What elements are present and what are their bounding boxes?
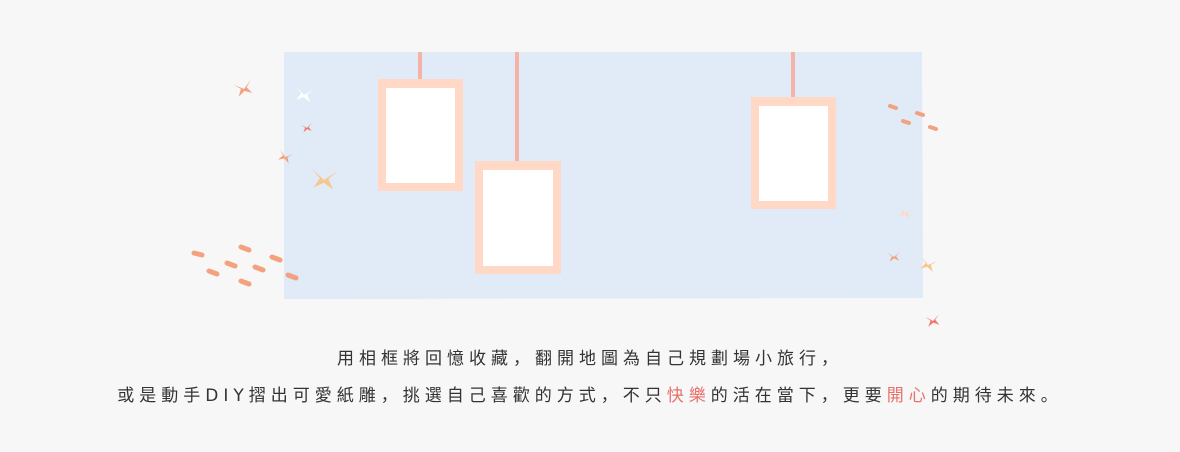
frame-left <box>378 79 463 191</box>
hanging-string <box>418 52 422 81</box>
bird-icon <box>233 79 253 97</box>
bird-icon <box>278 149 294 164</box>
caption-segment: 的期待未來。 <box>930 386 1063 406</box>
hanging-string <box>791 52 795 99</box>
bird-icon <box>924 314 940 327</box>
highlighted-word: 開心 <box>886 386 931 406</box>
dash-decoration-left <box>191 244 299 287</box>
bird-icon <box>312 169 338 190</box>
frame-middle <box>475 161 561 274</box>
caption-segment: 或是動手DIY摺出可愛紙雕，挑選自己喜歡的方式，不只 <box>117 386 667 406</box>
highlighted-word: 快樂 <box>666 386 711 406</box>
caption-line-1: 用相框將回憶收藏，翻開地圖為自己規劃場小旅行， <box>337 349 843 369</box>
caption-segment: 的活在當下，更要 <box>710 386 887 406</box>
frame-right <box>751 97 836 209</box>
caption-line-2: 或是動手DIY摺出可愛紙雕，挑選自己喜歡的方式，不只快樂的活在當下，更要開心的期… <box>0 381 1180 406</box>
bird-icon <box>887 251 900 262</box>
dash-decoration-right <box>888 104 938 131</box>
hanging-string <box>515 52 519 163</box>
